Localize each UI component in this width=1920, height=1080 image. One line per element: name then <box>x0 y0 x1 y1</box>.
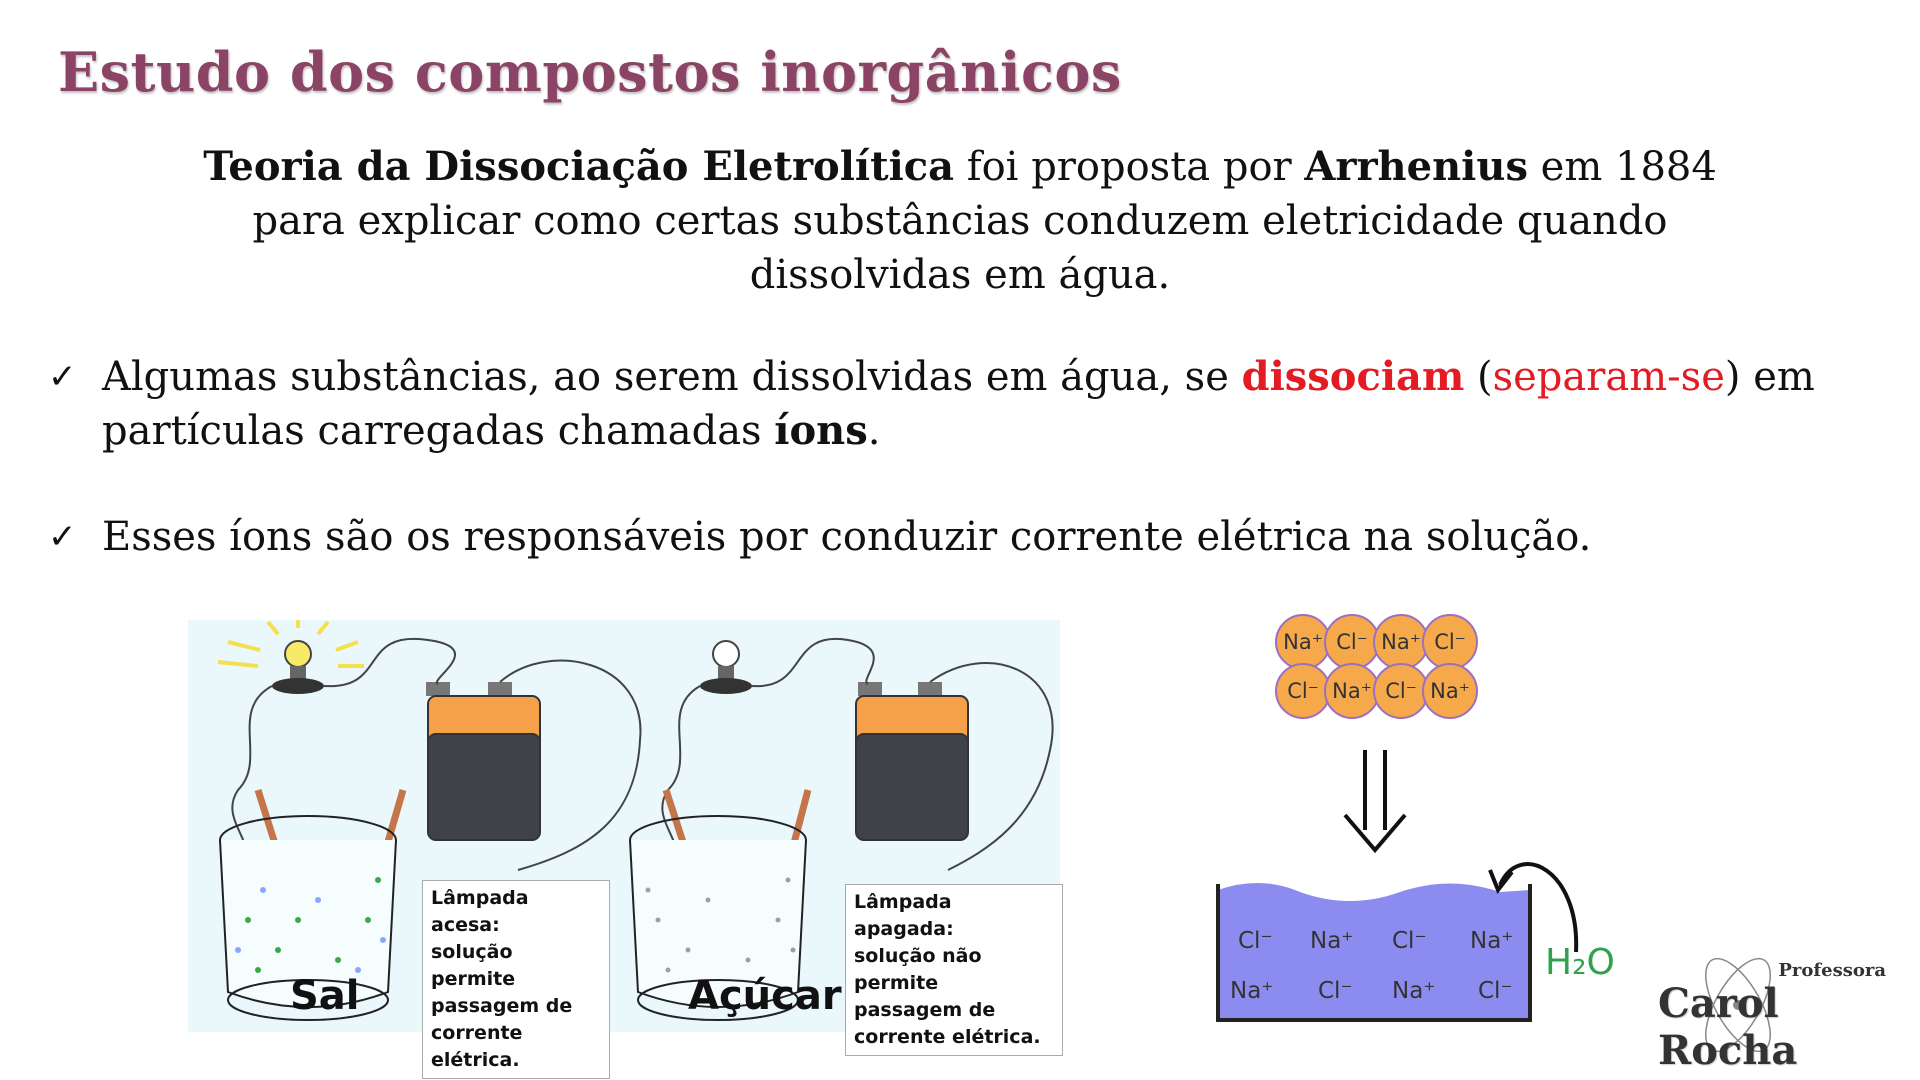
theory-name: Teoria da Dissociação Eletrolítica <box>203 143 955 190</box>
double-arrow-icon <box>1343 750 1407 854</box>
dissociation-drawing <box>1216 750 1579 1022</box>
intro-text-1: foi proposta por <box>954 144 1305 190</box>
dissolved-ion: Na⁺ <box>1392 978 1436 1004</box>
logo-prefix: Professora <box>1778 960 1886 981</box>
bullet-dissociation: ✓ Algumas substâncias, ao serem dissolvi… <box>48 350 1878 458</box>
dissolved-ion: Cl⁻ <box>1478 978 1513 1004</box>
crystal-ion: Na⁺ <box>1275 614 1331 670</box>
check-icon: ✓ <box>48 357 77 397</box>
label-salt: Sal <box>290 973 360 1019</box>
bullet-text: Algumas substâncias, ao serem dissolvida… <box>102 350 1878 458</box>
caption-line: solução permite <box>431 941 516 990</box>
conductivity-drawing <box>217 620 1054 1021</box>
crystal-ion: Cl⁻ <box>1324 614 1380 670</box>
crystal-ion: Na⁺ <box>1422 663 1478 719</box>
beaker-salt <box>219 815 397 1021</box>
caption-line: solução não permite <box>854 945 982 994</box>
crystal-ion: Cl⁻ <box>1373 663 1429 719</box>
beaker-sugar <box>629 815 807 1021</box>
separam-highlight: separam-se <box>1492 354 1725 400</box>
author-logo: Professora Carol Rocha <box>1648 950 1908 1074</box>
battery-icon <box>426 682 541 841</box>
paren-open: ( <box>1464 354 1493 400</box>
lit-bulb-icon <box>217 620 364 694</box>
crystal-ion: Na⁺ <box>1373 614 1429 670</box>
bullet-conduction: ✓ Esses íons são os responsáveis por con… <box>48 510 1878 564</box>
battery-icon <box>855 682 969 841</box>
bullet-text: Esses íons são os responsáveis por condu… <box>102 514 1592 560</box>
label-sugar: Açúcar <box>688 973 842 1019</box>
caption-line: Lâmpada apagada: <box>854 891 954 940</box>
ions-word: íons <box>774 407 868 454</box>
caption-line: passagem de <box>854 999 996 1021</box>
bullet-1-text-1: Algumas substâncias, ao serem dissolvida… <box>102 354 1242 400</box>
caption-line: corrente elétrica. <box>431 1022 523 1071</box>
bullet-1-end: . <box>867 408 881 454</box>
check-icon: ✓ <box>48 517 77 557</box>
dissolved-ion: Na⁺ <box>1310 928 1354 954</box>
intro-text-2: em 1884 para explicar como certas substâ… <box>252 144 1717 298</box>
crystal-ion: Cl⁻ <box>1422 614 1478 670</box>
slide-title: Estudo dos compostos inorgânicos <box>58 40 1122 104</box>
caption-lit: Lâmpada acesa: solução permite passagem … <box>422 880 610 1079</box>
atom-icon <box>1705 957 1771 1053</box>
solvent-label: H₂O <box>1545 942 1615 983</box>
paren-close: ) em partículas carregadas chamadas <box>102 354 1815 454</box>
conductivity-illustration <box>188 620 1060 1032</box>
caption-line: corrente elétrica. <box>854 1026 1041 1048</box>
unlit-bulb-icon <box>700 640 752 694</box>
dissolved-ion: Cl⁻ <box>1392 928 1427 954</box>
logo-name: Carol Rocha <box>1658 980 1798 1074</box>
caption-unlit: Lâmpada apagada: solução não permite pas… <box>845 884 1063 1056</box>
caption-line: Lâmpada acesa: <box>431 887 529 936</box>
caption-line: passagem de <box>431 995 573 1017</box>
dissolved-ion: Na⁺ <box>1230 978 1274 1004</box>
author-name: Arrhenius <box>1304 143 1528 190</box>
crystal-ion: Cl⁻ <box>1275 663 1331 719</box>
dissolved-ion: Cl⁻ <box>1318 978 1353 1004</box>
dissociation-illustration <box>1200 600 1620 1040</box>
dissolved-ion: Na⁺ <box>1470 928 1514 954</box>
intro-paragraph: Teoria da Dissociação Eletrolítica foi p… <box>200 140 1720 302</box>
crystal-ion: Na⁺ <box>1324 663 1380 719</box>
dissolved-ion: Cl⁻ <box>1238 928 1273 954</box>
dissociam-highlight: dissociam <box>1241 353 1465 400</box>
